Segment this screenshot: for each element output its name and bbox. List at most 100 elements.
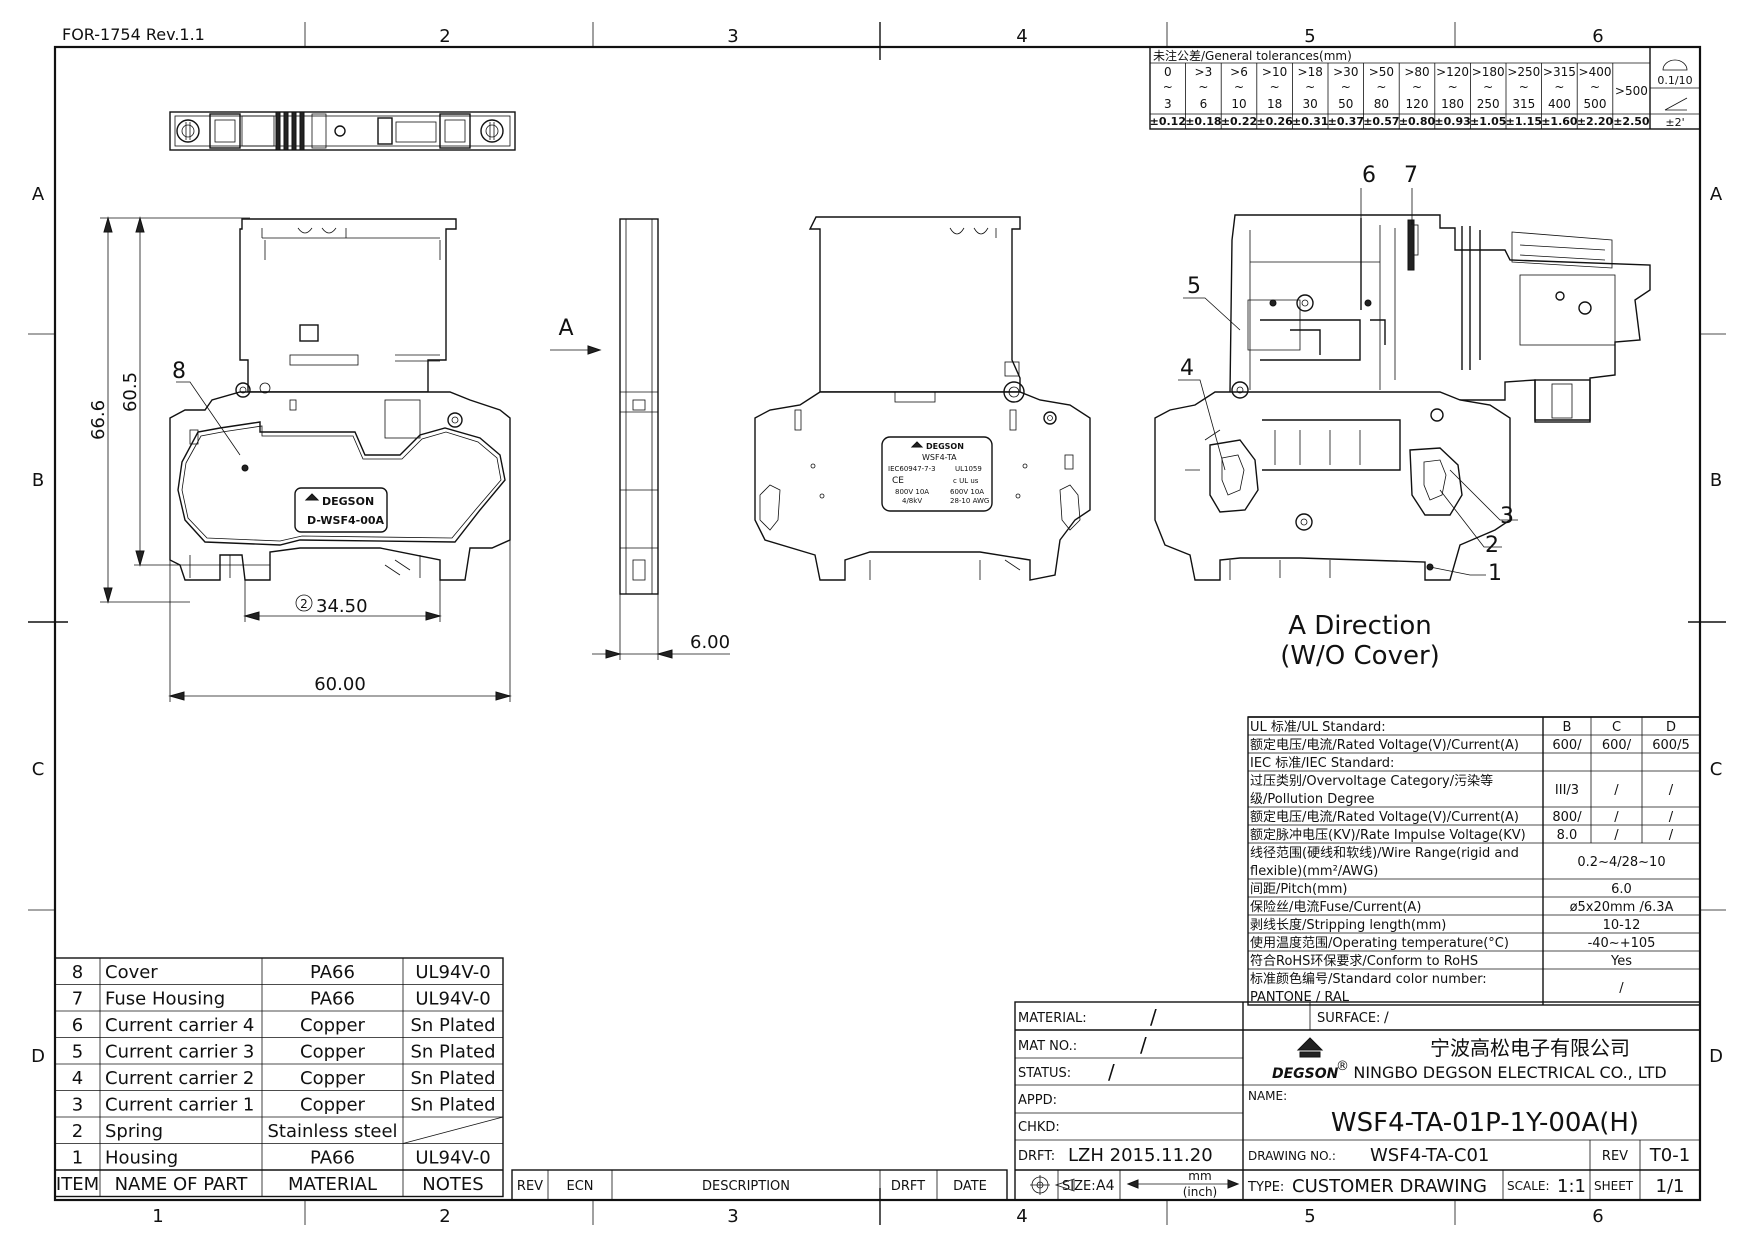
callout-number: 3 [1500,504,1514,529]
view-arrow-label: A [558,316,573,341]
revision-block: REV ECN DESCRIPTION DRFT DATE [511,1169,1008,1201]
bom-notes: Sn Plated [411,1042,496,1063]
spec-row-label: 额定电压/电流/Rated Voltage(V)/Current(A) [1250,810,1519,825]
tolerance-over-value: ±2.50 [1613,115,1650,128]
front-dimensions: 66.6 60.5 2 34.50 60.00 [88,216,512,702]
bom-name: Spring [105,1121,163,1142]
bom-item: 1 [72,1148,83,1169]
spec-col-header: C [1612,720,1621,735]
tolerance-value: ±0.18 [1185,115,1221,128]
zone-col-top: 3 [727,26,738,47]
tolerance-over: >500 [1615,84,1648,98]
callout-number: 6 [1362,163,1376,188]
description-header: DESCRIPTION [702,1179,790,1194]
bom-item: 2 [72,1121,83,1142]
spec-table: B C D UL 标准/UL Standard: 额定电压/电流/Rated Volta… [1247,716,1701,1006]
a-direction-subtitle: (W/O Cover) [1280,641,1440,671]
spec-row-value: 8.0 [1557,828,1578,843]
spec-row-label: 额定脉冲电压(KV)/Rate Impulse Voltage(KV) [1250,828,1526,843]
tolerance-from: >250 [1507,65,1540,79]
bom-material: Stainless steel [267,1121,397,1142]
top-view [169,111,516,151]
tolerance-value: ±1.60 [1541,115,1578,128]
bom-material: PA66 [310,1148,355,1169]
zone-col-bottom: 3 [727,1206,738,1227]
tolerance-to: 50 [1338,97,1353,111]
zone-col-top: 5 [1304,26,1315,47]
unit-arrow-icon [1126,1179,1240,1189]
front-label-brand: DEGSON [322,495,374,508]
spec-row-value: / [1614,810,1619,825]
tolerance-from: >315 [1543,65,1576,79]
spec-row-label: UL 标准/UL Standard: [1250,720,1386,735]
spec-row-value: / [1669,783,1674,798]
angle-icon [1664,97,1688,111]
tolerance-from: >18 [1298,65,1323,79]
tolerance-from: >30 [1333,65,1358,79]
flatness-value: 0.1/10 [1657,74,1692,87]
bom-notes: UL94V-0 [415,962,490,983]
zone-col-bottom: 6 [1592,1206,1603,1227]
tolerance-from: >50 [1369,65,1394,79]
rev-value: T0-1 [1649,1145,1690,1166]
tolerance-tilde: ~ [1590,80,1600,94]
type-label: TYPE: [1247,1180,1284,1195]
front-label: DEGSON D-WSF4-00A [294,487,388,533]
bom-header-name: NAME OF PART [115,1174,249,1195]
back-label-ce: CE [892,476,904,486]
callout-number: 7 [1404,163,1418,188]
logo-registered: ® [1336,1059,1349,1074]
bom-name: Current carrier 4 [105,1015,254,1036]
bom-notes: UL94V-0 [415,1148,490,1169]
callout-number: 1 [1488,561,1502,586]
view-arrow-a: A [550,316,602,355]
bom-header-notes: NOTES [422,1174,483,1195]
spec-row-value: -40~+105 [1588,936,1656,951]
tolerance-from: >400 [1579,65,1612,79]
tolerance-from: >120 [1436,65,1469,79]
spec-row-value: / [1614,828,1619,843]
company-name-en: NINGBO DEGSON ELECTRICAL CO., LTD [1353,1063,1666,1082]
bom-name: Current carrier 3 [105,1042,254,1063]
spec-col-header: D [1666,720,1676,735]
drft-label: DRFT: [1018,1149,1055,1164]
back-label-std2: UL1059 [955,465,982,473]
spec-row-value: / [1619,981,1624,996]
sheet-label: SHEET [1594,1179,1634,1193]
bom-header-item: ITEM [56,1174,99,1195]
dim-width-inner: 34.50 [316,596,368,617]
bom-item: 3 [72,1095,83,1116]
bom-item: 7 [72,989,83,1010]
tolerance-tilde: ~ [1519,80,1529,94]
material-value: / [1150,1005,1157,1029]
spec-row-label: PANTONE / RAL [1250,990,1350,1005]
date-header: DATE [953,1179,987,1194]
tolerance-to: 30 [1303,97,1318,111]
matno-value: / [1140,1033,1147,1057]
dim-thickness: 6.00 [690,632,730,653]
tolerance-tilde: ~ [1341,80,1351,94]
dim-height-inner: 60.5 [120,372,141,412]
tolerance-value: ±0.80 [1399,115,1436,128]
drawing-no-label: DRAWING NO.: [1248,1149,1336,1163]
spec-row-label: 额定电压/电流/Rated Voltage(V)/Current(A) [1250,738,1519,753]
spec-col-header: B [1563,720,1572,735]
tolerance-value: ±0.93 [1434,115,1470,128]
spec-row-label: 线径范围(硬线和软线)/Wire Range(rigid and [1250,846,1519,861]
zone-col-bottom: 5 [1304,1206,1315,1227]
tolerance-value: ±1.15 [1506,115,1542,128]
callout-number: 4 [1180,356,1194,381]
tolerance-to: 80 [1374,97,1389,111]
tolerance-tilde: ~ [1270,80,1280,94]
tolerance-from: >10 [1262,65,1287,79]
drawing-no-value: WSF4-TA-C01 [1370,1145,1489,1166]
status-label: STATUS: [1018,1066,1071,1081]
tolerance-tilde: ~ [1483,80,1493,94]
spec-row-value: / [1669,810,1674,825]
zone-col-bottom: 1 [152,1206,163,1227]
chkd-label: CHKD: [1018,1120,1060,1135]
bom-material: Copper [300,1068,366,1089]
tolerance-value: ±0.57 [1363,115,1399,128]
spec-row-label: 剥线长度/Stripping length(mm) [1250,917,1446,933]
back-label-brand: DEGSON [926,442,964,451]
